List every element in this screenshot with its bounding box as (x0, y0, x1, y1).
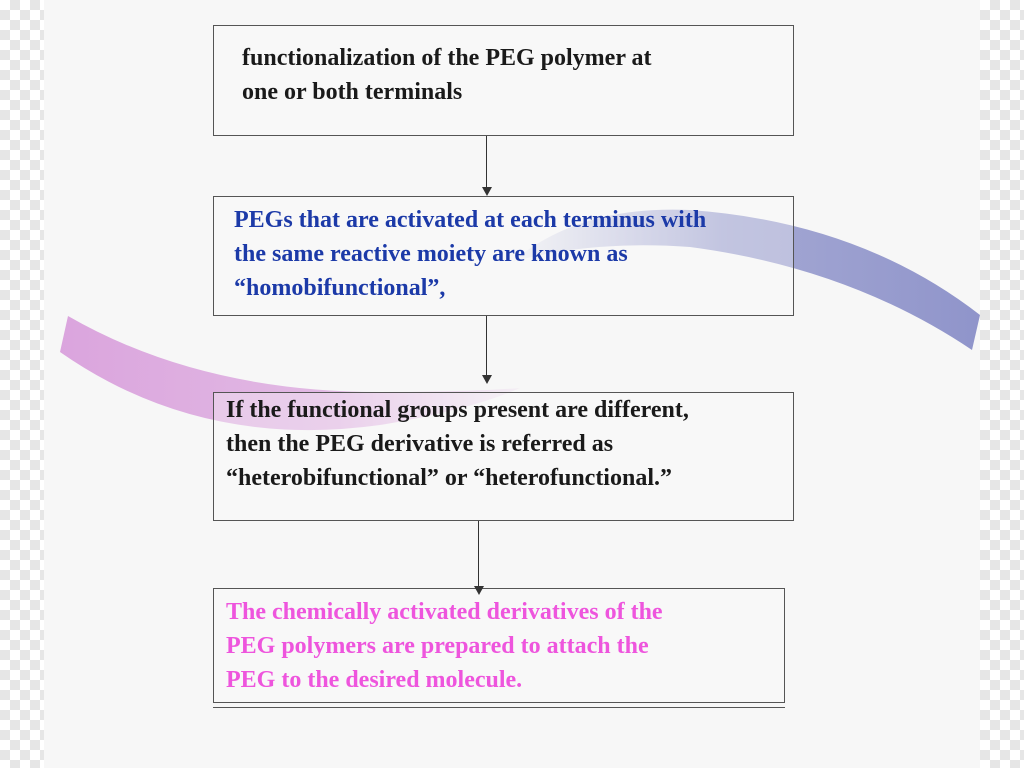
text-line: The chemically activated derivatives of … (226, 599, 663, 625)
connector-arrow-3 (478, 521, 479, 586)
arrowhead-icon (481, 187, 492, 196)
connector-arrow-1 (486, 136, 487, 187)
flow-box-text: If the functional groups present are dif… (226, 393, 689, 495)
flow-box-2: PEGs that are activated at each terminus… (213, 196, 794, 316)
arrowhead-icon (481, 375, 492, 384)
text-line: one or both terminals (242, 79, 463, 105)
flow-box-text: functionalization of the PEG polymer at o… (242, 41, 652, 109)
flow-box-1: functionalization of the PEG polymer at o… (213, 25, 794, 136)
flow-box-4-underline (213, 707, 785, 708)
blue-swoosh (512, 209, 980, 350)
text-line: “heterobifunctional” or “heterofunctiona… (226, 465, 672, 491)
text-line: PEGs that are activated at each terminus… (234, 207, 707, 233)
text-line: the same reactive moiety are known as (234, 241, 628, 267)
flow-box-3: If the functional groups present are dif… (213, 392, 794, 521)
pink-swoosh (60, 316, 520, 431)
text-line: then the PEG derivative is referred as (226, 431, 614, 457)
text-line: If the functional groups present are dif… (226, 397, 689, 423)
flow-box-4: The chemically activated derivatives of … (213, 588, 785, 703)
flow-box-text: PEGs that are activated at each terminus… (234, 203, 706, 305)
text-line: “homobifunctional”, (234, 275, 446, 301)
text-line: PEG polymers are prepared to attach the (226, 633, 649, 659)
flow-box-text: The chemically activated derivatives of … (226, 595, 663, 697)
connector-arrow-2 (486, 316, 487, 375)
text-line: functionalization of the PEG polymer at (242, 45, 652, 71)
text-line: PEG to the desired molecule. (226, 667, 523, 693)
arrowhead-icon (473, 586, 484, 595)
